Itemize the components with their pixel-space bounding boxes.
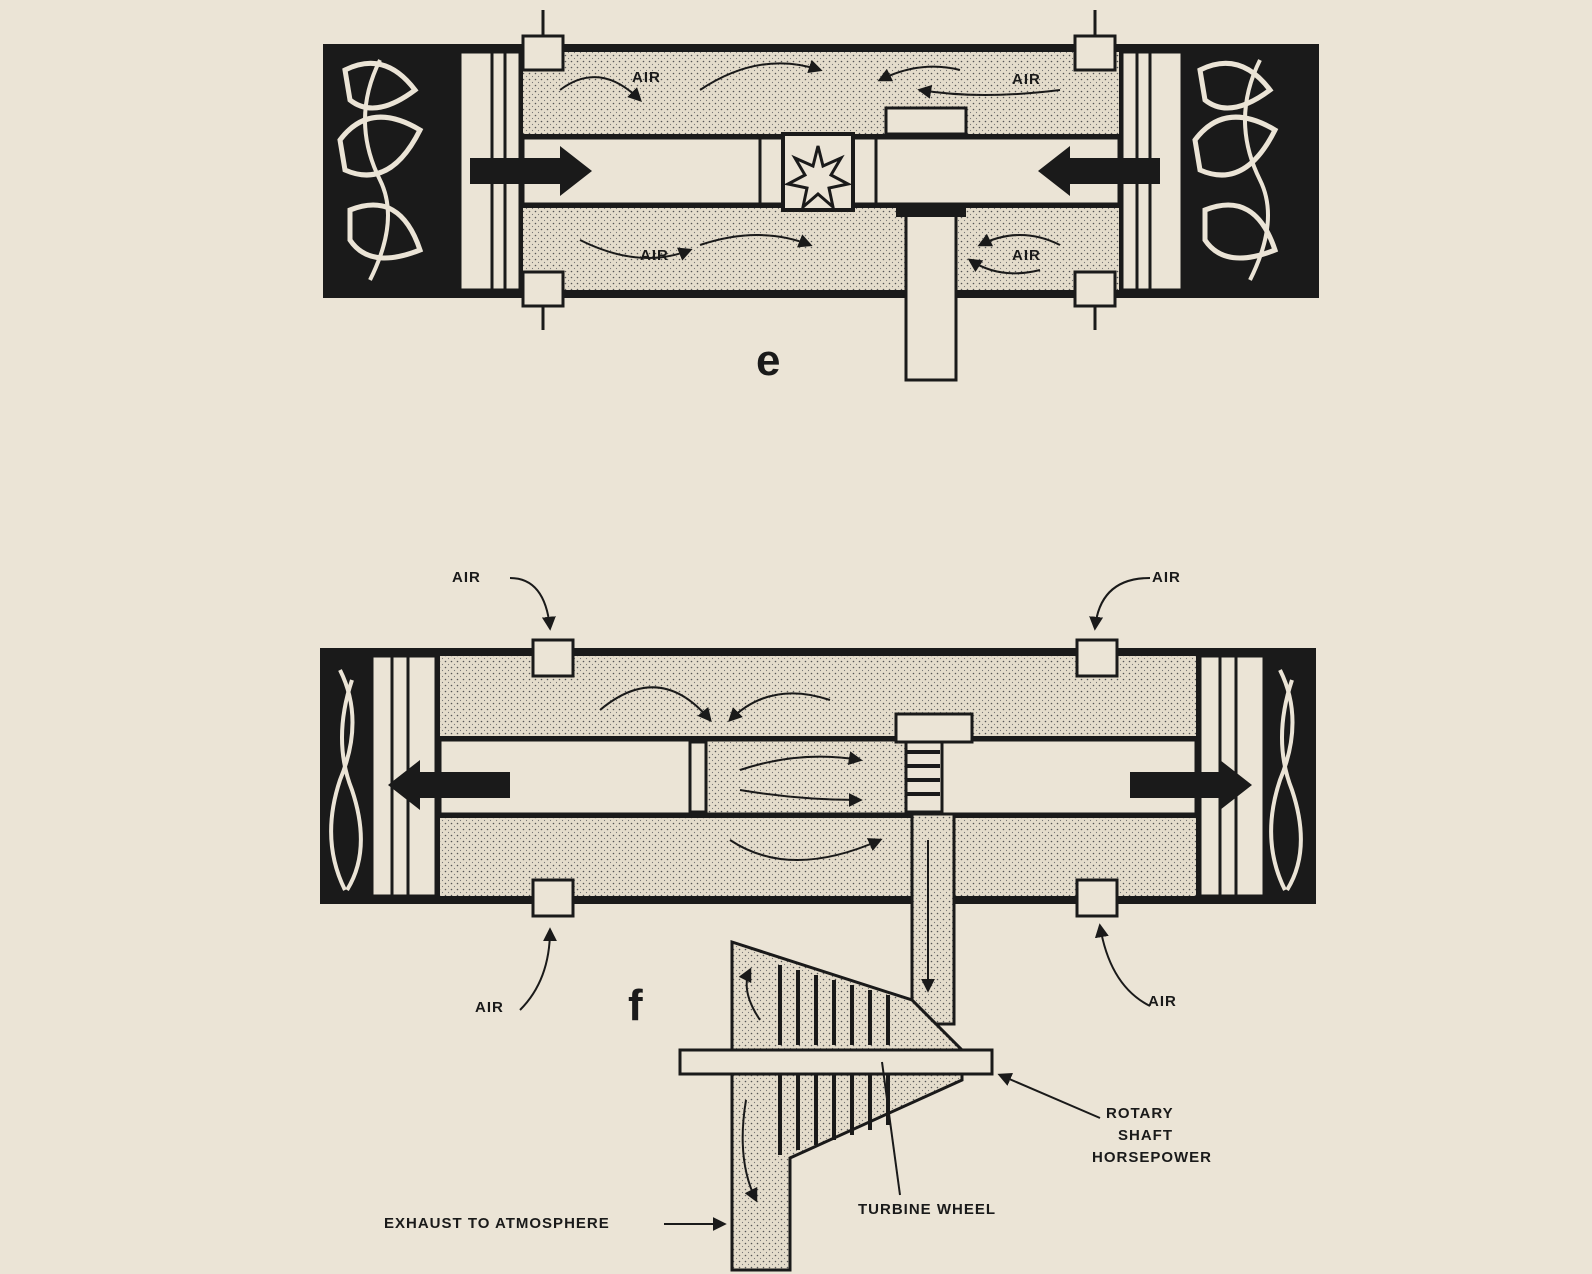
arrow-left-e	[1038, 146, 1160, 196]
air-flow-e	[559, 59, 1061, 275]
exhaust-label: EXHAUST TO ATMOSPHERE	[384, 1215, 610, 1232]
arrow-right-e	[470, 146, 592, 196]
diagram-e: AIR AIR AIR AIR e	[323, 10, 1319, 385]
lower-air-chamber-e	[523, 208, 1119, 290]
exhaust-stem-e	[904, 208, 958, 382]
right-combustion-chamber-e	[1184, 52, 1312, 290]
air-label-f-3: AIR	[475, 999, 504, 1016]
turbine-wheel	[778, 965, 890, 1155]
arrow-left-f	[388, 760, 510, 810]
air-label-f-2: AIR	[1152, 569, 1181, 586]
rotary-label-line-2: SHAFT	[1118, 1127, 1173, 1144]
air-label-f-4: AIR	[1148, 993, 1177, 1010]
ports-e	[521, 10, 1117, 330]
air-label-f-1: AIR	[452, 569, 481, 586]
air-label-e-3: AIR	[640, 247, 669, 264]
exhaust-duct-f	[910, 812, 956, 1026]
ports-f	[531, 638, 1119, 918]
arrow-right-f	[1130, 760, 1252, 810]
rotary-label-line-1: ROTARY	[1106, 1105, 1174, 1122]
right-combustion-chamber-f	[1268, 656, 1308, 896]
air-intake-arrows-f	[509, 577, 1151, 1011]
air-label-e-1: AIR	[632, 69, 661, 86]
diagram-f: AIR AIR AIR AIR f ROTARY SHAFT HORSEPOWE…	[320, 569, 1316, 1272]
left-combustion-chamber-f	[328, 656, 368, 896]
rotary-label-line-3: HORSEPOWER	[1092, 1149, 1212, 1166]
combustion-star	[781, 132, 855, 212]
center-chamber-f	[698, 738, 912, 816]
rotary-shaft	[678, 1048, 994, 1076]
figure-label-e: e	[756, 336, 780, 385]
turbine-housing	[730, 939, 964, 1272]
turbine-wheel-label: TURBINE WHEEL	[858, 1201, 996, 1218]
air-label-e-4: AIR	[1012, 247, 1041, 264]
air-label-e-2: AIR	[1012, 71, 1041, 88]
figure-label-f: f	[628, 981, 643, 1030]
left-combustion-chamber-e	[331, 52, 459, 290]
